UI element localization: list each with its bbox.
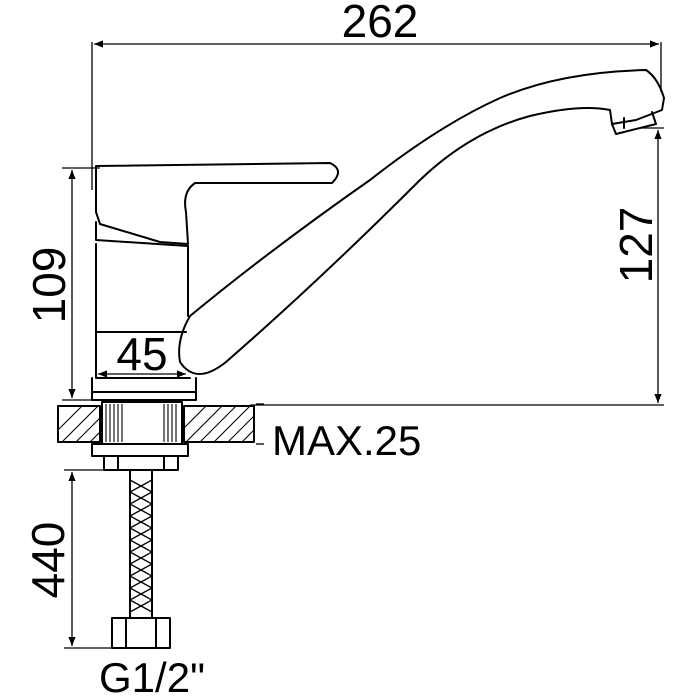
base-diameter-dimension: 45: [98, 328, 186, 380]
hose-length-label: 440: [22, 522, 74, 599]
base-diameter-label: 45: [116, 328, 167, 380]
body-height-label: 109: [23, 247, 75, 324]
mounting-hardware: [91, 401, 189, 471]
countertop-section: MAX.25: [57, 403, 421, 464]
lever-handle: [95, 162, 339, 245]
spout-height-label: 127: [610, 207, 662, 284]
base-flange: [91, 377, 197, 401]
overall-width-label: 262: [342, 0, 419, 47]
mixer-cylinder: [95, 243, 191, 379]
width-dimension: 262: [91, 0, 662, 190]
max-deck-thickness-label: MAX.25: [272, 417, 421, 464]
supply-hose: [111, 469, 171, 649]
thread-spec-label: G1/2": [99, 654, 205, 700]
body-height-dimension: 109: [23, 167, 100, 401]
spout-height-dimension: 127: [250, 127, 664, 406]
hose-length-dimension: 440: [22, 469, 112, 649]
faucet-body: [91, 69, 665, 401]
aerator: [611, 111, 657, 135]
spout: [178, 69, 665, 375]
